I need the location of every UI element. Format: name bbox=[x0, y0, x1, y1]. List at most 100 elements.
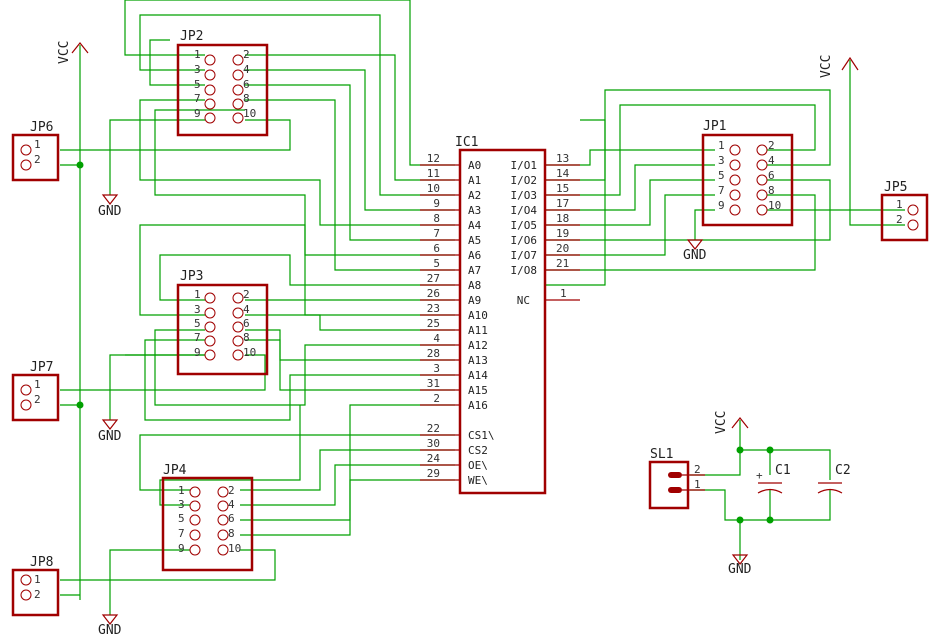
svg-text:SL1: SL1 bbox=[650, 447, 673, 462]
svg-text:9: 9 bbox=[718, 199, 725, 212]
svg-text:3: 3 bbox=[194, 303, 201, 316]
jp6-connector: JP6 1 2 bbox=[11, 120, 60, 182]
svg-text:2: 2 bbox=[228, 484, 235, 497]
svg-text:9: 9 bbox=[194, 107, 201, 120]
svg-text:27: 27 bbox=[427, 272, 440, 285]
svg-text:1: 1 bbox=[718, 139, 725, 152]
capacitor-c2: C2 bbox=[817, 463, 851, 494]
svg-text:2: 2 bbox=[243, 48, 250, 61]
svg-text:WE\: WE\ bbox=[468, 474, 488, 487]
svg-text:1: 1 bbox=[194, 288, 201, 301]
svg-text:11: 11 bbox=[427, 167, 440, 180]
svg-text:7: 7 bbox=[718, 184, 725, 197]
net-wires bbox=[60, 0, 905, 615]
svg-text:8: 8 bbox=[768, 184, 775, 197]
svg-text:8: 8 bbox=[433, 212, 440, 225]
svg-text:9: 9 bbox=[433, 197, 440, 210]
svg-text:2: 2 bbox=[896, 213, 903, 226]
svg-text:A9: A9 bbox=[468, 294, 481, 307]
svg-text:4: 4 bbox=[228, 498, 235, 511]
svg-text:GND: GND bbox=[683, 248, 707, 263]
svg-text:17: 17 bbox=[556, 197, 569, 210]
ic1-chip: IC1 12 11 10 9 8 bbox=[420, 135, 580, 495]
svg-text:15: 15 bbox=[556, 182, 569, 195]
ic1-right-pins: 13 14 15 17 18 19 20 21 1 I/O1 I/O2 I/O3… bbox=[511, 152, 580, 307]
svg-text:8: 8 bbox=[228, 527, 235, 540]
svg-text:A6: A6 bbox=[468, 249, 481, 262]
gnd-symbol: GND bbox=[728, 554, 752, 577]
svg-text:8: 8 bbox=[243, 331, 250, 344]
svg-text:7: 7 bbox=[194, 331, 201, 344]
svg-text:10: 10 bbox=[228, 542, 241, 555]
svg-text:I/O6: I/O6 bbox=[511, 234, 538, 247]
jp7-connector: JP7 1 2 bbox=[11, 360, 60, 422]
svg-text:4: 4 bbox=[768, 154, 775, 167]
svg-text:1: 1 bbox=[194, 48, 201, 61]
svg-text:19: 19 bbox=[556, 227, 569, 240]
svg-text:A1: A1 bbox=[468, 174, 481, 187]
svg-text:2: 2 bbox=[34, 393, 41, 406]
jp1-header: JP1 1 2 3 4 5 6 7 8 9 10 bbox=[701, 119, 794, 227]
svg-text:JP3: JP3 bbox=[180, 269, 203, 284]
svg-text:2: 2 bbox=[433, 392, 440, 405]
svg-text:A8: A8 bbox=[468, 279, 481, 292]
svg-text:9: 9 bbox=[178, 542, 185, 555]
svg-text:CS1\: CS1\ bbox=[468, 429, 495, 442]
svg-text:A10: A10 bbox=[468, 309, 488, 322]
svg-text:1: 1 bbox=[896, 198, 903, 211]
svg-text:C1: C1 bbox=[775, 463, 791, 478]
svg-text:6: 6 bbox=[243, 78, 250, 91]
svg-text:22: 22 bbox=[427, 422, 440, 435]
svg-text:29: 29 bbox=[427, 467, 440, 480]
svg-text:6: 6 bbox=[228, 512, 235, 525]
svg-text:5: 5 bbox=[194, 317, 201, 330]
svg-text:3: 3 bbox=[433, 362, 440, 375]
vcc-symbol-left: VCC bbox=[57, 41, 89, 64]
svg-text:CS2: CS2 bbox=[468, 444, 488, 457]
svg-text:OE\: OE\ bbox=[468, 459, 488, 472]
svg-text:7: 7 bbox=[433, 227, 440, 240]
svg-text:2: 2 bbox=[34, 588, 41, 601]
svg-text:5: 5 bbox=[433, 257, 440, 270]
svg-text:5: 5 bbox=[178, 512, 185, 525]
svg-text:I/O3: I/O3 bbox=[511, 189, 538, 202]
svg-text:12: 12 bbox=[427, 152, 440, 165]
gnd-symbol: GND bbox=[98, 419, 122, 444]
svg-text:5: 5 bbox=[194, 78, 201, 91]
svg-text:GND: GND bbox=[98, 204, 122, 219]
svg-text:4: 4 bbox=[243, 303, 250, 316]
svg-text:A4: A4 bbox=[468, 219, 482, 232]
svg-text:2: 2 bbox=[243, 288, 250, 301]
svg-text:I/O4: I/O4 bbox=[511, 204, 538, 217]
svg-text:A16: A16 bbox=[468, 399, 488, 412]
svg-text:A5: A5 bbox=[468, 234, 481, 247]
svg-text:9: 9 bbox=[194, 346, 201, 359]
svg-text:JP6: JP6 bbox=[30, 120, 53, 135]
svg-text:VCC: VCC bbox=[714, 411, 729, 434]
jp5-connector: JP5 1 2 bbox=[880, 180, 929, 242]
svg-text:14: 14 bbox=[556, 167, 570, 180]
svg-text:JP1: JP1 bbox=[703, 119, 726, 134]
svg-text:VCC: VCC bbox=[57, 41, 72, 64]
svg-text:25: 25 bbox=[427, 317, 440, 330]
gnd-symbol: GND bbox=[98, 194, 122, 219]
svg-text:2: 2 bbox=[34, 153, 41, 166]
svg-text:6: 6 bbox=[243, 317, 250, 330]
svg-text:20: 20 bbox=[556, 242, 569, 255]
gnd-symbol: GND bbox=[98, 614, 122, 638]
svg-text:7: 7 bbox=[178, 527, 185, 540]
svg-text:I/O8: I/O8 bbox=[511, 264, 538, 277]
svg-text:26: 26 bbox=[427, 287, 440, 300]
svg-text:GND: GND bbox=[98, 429, 122, 444]
svg-text:30: 30 bbox=[427, 437, 440, 450]
svg-text:A13: A13 bbox=[468, 354, 488, 367]
junctions bbox=[76, 161, 774, 524]
jp2-header: JP2 1 2 3 4 5 6 7 8 9 10 bbox=[176, 29, 269, 137]
gnd-symbol: GND bbox=[683, 239, 707, 263]
svg-text:21: 21 bbox=[556, 257, 569, 270]
svg-text:A2: A2 bbox=[468, 189, 481, 202]
svg-text:JP7: JP7 bbox=[30, 360, 53, 375]
svg-text:18: 18 bbox=[556, 212, 569, 225]
svg-text:6: 6 bbox=[768, 169, 775, 182]
svg-text:GND: GND bbox=[98, 623, 122, 638]
